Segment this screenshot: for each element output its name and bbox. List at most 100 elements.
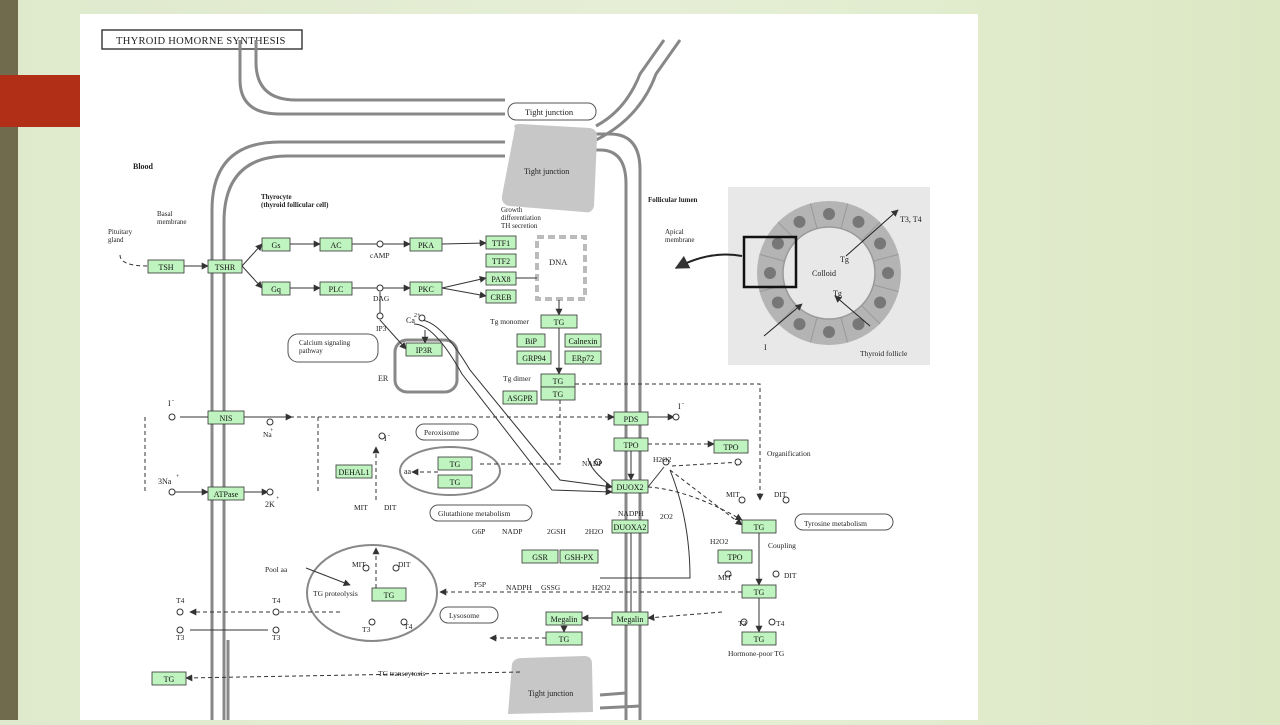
tight-junction-mid-label: Tight junction [524,167,569,176]
node-tpo2-label: TPO [723,443,738,452]
label-t4: T4 [272,596,281,605]
metabolite-node [272,608,280,616]
metabolite-node [662,458,670,466]
edge [305,567,351,586]
node-tshr-label: TSHR [215,263,236,272]
lysosome-compartment [306,544,438,642]
follicle-cell-nucleus [874,237,887,250]
label-g6p: G6P [472,527,485,536]
node-ttf2-label: TTF2 [492,257,510,266]
label-thyrocyte: Thyrocyte(thyroid follicular cell) [261,193,329,209]
dna-box [535,235,587,301]
label-ip3: IP3 [376,324,387,333]
follicle-cell-nucleus [823,208,835,220]
node-tg_p2: TG [437,474,473,489]
metabolite-node [768,618,776,626]
edge [185,671,521,682]
iodide-charge: - [388,433,390,439]
label-t3: T3 [272,633,281,642]
node-tg_hp: TG [741,631,777,646]
node-megalin1-label: Megalin [551,615,578,624]
node-pka-label: PKA [418,241,434,250]
label-peroxisome: Peroxisome [424,428,460,437]
metabolite-node [176,608,184,616]
peroxisome-bubble [415,423,479,441]
node-duox2-label: DUOX2 [616,483,643,492]
node-tg_out-label: TG [164,675,175,684]
node-tg_d2-label: TG [553,390,564,399]
node-gs: Gs [261,237,291,252]
label-h2o2: H2O2 [653,455,672,464]
node-ip3r: IP3R [405,342,443,357]
node-pax8: PAX8 [485,271,517,286]
node-calnexin: Calnexin [564,333,602,348]
tight-junction-bottom-label: Tight junction [528,689,573,698]
label-aa: aa [404,467,412,476]
label-h2o2-coupling: H2O2 [710,537,729,546]
edge [669,469,743,526]
node-gshpx: GSH-PX [559,549,599,564]
label-t3: T3 [362,625,371,634]
label-tg-dimer: Tg dimer [503,374,531,383]
node-megalin1: Megalin [545,611,583,626]
label-p5p: P5P [474,580,486,589]
node-gq-label: Gq [271,285,281,294]
node-tg_d2: TG [540,386,576,401]
thyroid-pathway-diagram: THYROID HOMORNE SYNTHESIS Tight junction [101,29,930,720]
metabolite-node [272,626,280,634]
iodide-label: I [678,402,681,411]
label-thyroid-follicle: Thyroid follicle [860,349,908,358]
iodide-charge: - [172,398,174,404]
node-gq: Gq [261,281,291,296]
edge [441,239,487,247]
metabolite-node [368,618,376,626]
dna-label: DNA [549,257,568,267]
label-mit: MIT [352,560,366,569]
diagram-title: THYROID HOMORNE SYNTHESIS [116,36,286,47]
title-box [101,29,303,50]
node-ttf1-label: TTF1 [492,239,510,248]
node-tg_org-label: TG [754,523,765,532]
follicle-cell-nucleus [771,296,784,309]
node-ttf1: TTF1 [485,235,517,250]
metabolite-node [168,488,176,496]
label-tg-bottom: Tg [833,289,842,298]
label-dit: DIT [384,503,397,512]
node-asgpr-label: ASGPR [507,394,533,403]
label-mit: MIT [354,503,368,512]
edge [575,383,764,501]
node-ac-label: AC [330,241,341,250]
node-creb: CREB [485,289,517,304]
follicle-cell-nucleus [764,267,776,279]
sodium-charge: + [270,428,274,434]
node-tg_p1-label: TG [450,460,461,469]
node-duox2: DUOX2 [611,479,649,494]
metabolite-node [738,496,746,504]
red-accent-bar [0,75,80,127]
label-dit: DIT [784,571,797,580]
label-dit: DIT [774,490,787,499]
node-atpase-label: ATPase [214,490,239,499]
iodide-label: I [168,399,171,408]
sodium-charge-3: + [176,474,180,480]
node-tg_hp-label: TG [754,635,765,644]
follicle-inset [674,187,930,365]
node-tg_p2-label: TG [450,478,461,487]
node-duoxa2: DUOXA2 [611,519,649,534]
edge [587,457,613,488]
node-tsh: TSH [147,259,185,274]
follicle-cell-nucleus [874,296,887,309]
node-gshpx-label: GSH-PX [565,553,594,562]
label-gsh: 2GSH [547,527,566,536]
node-creb-label: CREB [491,293,512,302]
edge [379,319,407,350]
label-lysosome: Lysosome [449,611,480,620]
node-pkc: PKC [409,281,443,296]
metabolite-node [376,240,384,248]
node-tg_mono-label: TG [554,318,565,327]
label-t4: T4 [176,596,185,605]
follicle-cell-nucleus [852,215,865,228]
node-nis: NIS [207,410,245,425]
node-tshr: TSHR [207,259,243,274]
